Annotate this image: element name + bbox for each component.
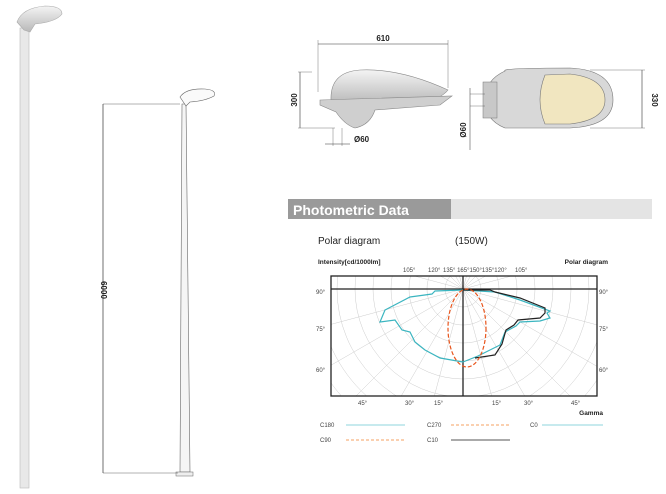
grid-spoke <box>462 288 571 396</box>
pole-render <box>16 5 63 489</box>
width-label: 610 <box>376 34 390 43</box>
bottom-angle: 30° <box>524 401 534 407</box>
legend-label: C0 <box>530 423 538 429</box>
series-c90-c270 <box>447 288 487 368</box>
polar-chart: Polar diagram (150W) Intensity[cd/1000lm… <box>316 236 609 444</box>
legend-label: C180 <box>320 423 335 429</box>
side-angle: 75° <box>316 327 326 333</box>
grid-spoke <box>331 288 464 366</box>
plot-frame <box>330 275 598 397</box>
series-c0 <box>462 289 552 363</box>
depth-label: 330 <box>650 93 659 107</box>
legend: C180 C270 C0 C90 C10 <box>320 423 603 444</box>
section-header: Photometric Data <box>288 199 652 219</box>
lamp-head-render <box>16 5 63 33</box>
grid-spoke <box>462 288 492 396</box>
grid-spoke <box>414 276 464 290</box>
legend-label: C270 <box>427 423 442 429</box>
grid-spoke <box>462 276 486 290</box>
grid-spoke <box>462 288 597 326</box>
section-title: Photometric Data <box>293 202 409 218</box>
grid-spoke <box>401 288 464 396</box>
grid-spoke <box>462 276 512 290</box>
lamp-side-view: 610 300 Ø60 <box>290 34 453 146</box>
legend-label: C10 <box>427 438 439 444</box>
polar-ylabel: Intensity[cd/1000lm] <box>318 259 381 266</box>
polar-wattage: (150W) <box>455 236 488 247</box>
top-angle: 105° <box>403 268 416 274</box>
gamma-label: Gamma <box>579 410 603 417</box>
polar-title: Polar diagram <box>318 236 380 247</box>
grid-spoke <box>434 288 464 396</box>
top-angle: 105° <box>515 268 528 274</box>
side-angle: 90° <box>316 290 326 296</box>
grid-spoke <box>462 276 477 290</box>
grid-spoke <box>331 288 464 325</box>
series-c10 <box>463 289 546 359</box>
diameter-label: Ø60 <box>354 135 370 144</box>
side-angle: 75° <box>599 327 609 333</box>
height-label: 300 <box>290 93 299 107</box>
grid-spoke <box>455 276 464 290</box>
bottom-angle: 45° <box>358 401 368 407</box>
grid-spoke <box>462 276 471 290</box>
pole-height-label: 6000 <box>99 281 108 299</box>
top-angle: 135° 165°150°135°120° <box>443 268 507 274</box>
side-angle: 60° <box>316 368 326 374</box>
side-angle: 90° <box>599 290 609 296</box>
grid-spoke <box>462 288 597 367</box>
top-angle: 120° <box>428 268 441 274</box>
grid-spoke <box>355 288 464 396</box>
polar-right-label: Polar diagram <box>565 259 609 266</box>
bottom-angle: 15° <box>492 401 502 407</box>
legend-label: C90 <box>320 438 332 444</box>
bottom-angle: 45° <box>571 401 581 407</box>
grid-spoke <box>462 288 525 396</box>
grid-spoke <box>449 276 464 290</box>
side-angle: 60° <box>599 368 609 374</box>
series-c180 <box>379 289 464 363</box>
bottom-angle: 30° <box>405 401 415 407</box>
grid-spoke <box>440 276 464 290</box>
lamp-top-view: Ø60 330 <box>459 67 659 150</box>
diameter-top-label: Ø60 <box>459 122 468 138</box>
bottom-angle: 15° <box>434 401 444 407</box>
pole-drawing: 6000 <box>99 88 215 477</box>
